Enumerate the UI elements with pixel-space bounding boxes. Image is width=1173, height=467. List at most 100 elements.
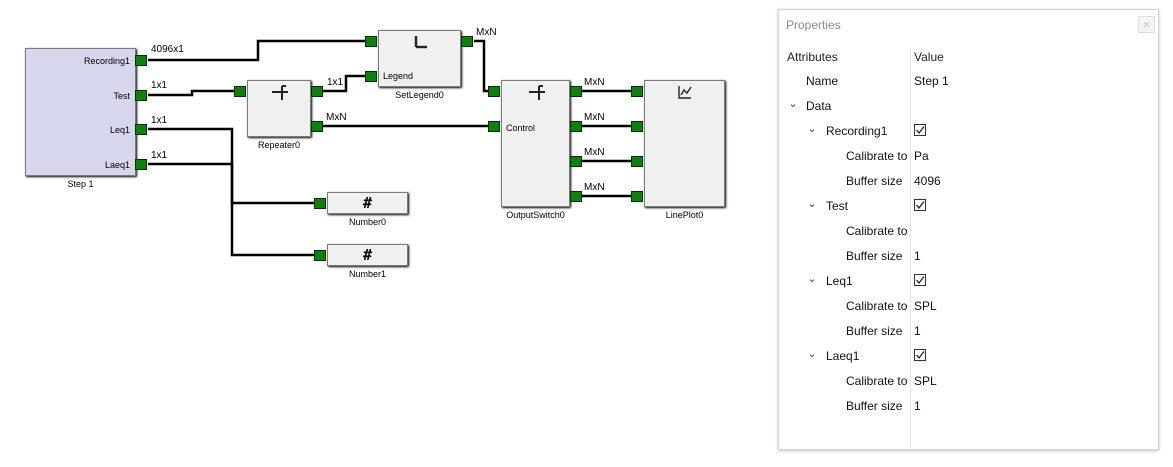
calibrate-label: Calibrate to <box>846 374 908 388</box>
buffer-size-value[interactable]: 1 <box>914 249 921 263</box>
port-in-number1[interactable] <box>314 250 326 261</box>
outputswitch-caption: OutputSwitch0 <box>506 210 565 220</box>
check-icon <box>916 351 925 360</box>
enabled-checkbox[interactable] <box>914 124 926 136</box>
switch-icon <box>529 85 545 100</box>
check-icon <box>916 276 925 285</box>
wire-label-leq: 1x1 <box>151 115 168 126</box>
group-label: Test <box>826 199 849 213</box>
port-out-leq1[interactable] <box>135 124 147 135</box>
wire-label-recording: 4096x1 <box>151 44 184 55</box>
port-in-number0[interactable] <box>314 198 326 209</box>
close-button[interactable] <box>1138 16 1155 33</box>
port-out-outputswitch-2[interactable] <box>570 156 582 167</box>
column-separator <box>910 48 911 448</box>
port-in-outputswitch-control[interactable] <box>488 121 500 132</box>
row-calibrate[interactable]: Calibrate to <box>779 219 1158 244</box>
enabled-checkbox[interactable] <box>914 199 926 211</box>
buffer-size-label: Buffer size <box>846 399 903 413</box>
buffer-size-value[interactable]: 1 <box>914 324 921 338</box>
group-label: Laeq1 <box>826 349 860 363</box>
row-data[interactable]: ⌄ Data <box>779 94 1158 119</box>
buffer-size-value[interactable]: 1 <box>914 399 921 413</box>
calibrate-value[interactable]: SPL <box>914 299 937 313</box>
row-buffer-size[interactable]: Buffer size 1 <box>779 394 1158 419</box>
chevron-down-icon[interactable]: ⌄ <box>807 123 817 135</box>
port-out-recording1[interactable] <box>135 55 147 66</box>
row-buffer-size[interactable]: Buffer size 4096 <box>779 169 1158 194</box>
number1-node[interactable]: # <box>327 244 408 266</box>
port-out-outputswitch-3[interactable] <box>570 191 582 202</box>
port-in-lineplot-1[interactable] <box>631 121 643 132</box>
port-in-lineplot-2[interactable] <box>631 156 643 167</box>
port-label-test: Test <box>113 91 130 101</box>
buffer-size-label: Buffer size <box>846 174 903 188</box>
chevron-down-icon[interactable]: ⌄ <box>788 98 798 110</box>
port-in-setlegend-data[interactable] <box>365 36 377 47</box>
row-group-recording1[interactable]: ⌄ Recording1 <box>779 119 1158 144</box>
row-calibrate[interactable]: Calibrate to SPL <box>779 294 1158 319</box>
wire-label-setlegend-out: MxN <box>476 27 497 38</box>
check-icon <box>916 201 925 210</box>
port-out-outputswitch-1[interactable] <box>570 121 582 132</box>
outputswitch-node[interactable]: Control <box>501 80 570 207</box>
setlegend-node[interactable]: Legend <box>378 30 461 87</box>
row-calibrate[interactable]: Calibrate to Pa <box>779 144 1158 169</box>
step-node[interactable]: Recording1 Test Leq1 Laeq1 <box>25 48 136 176</box>
port-in-lineplot-0[interactable] <box>631 86 643 97</box>
number1-hash-icon: # <box>362 246 373 264</box>
calibrate-label: Calibrate to <box>846 224 908 238</box>
wire-label-sw0: MxN <box>584 77 605 88</box>
enabled-checkbox[interactable] <box>914 349 926 361</box>
calibrate-value[interactable]: SPL <box>914 374 937 388</box>
step-caption: Step 1 <box>67 179 94 189</box>
port-in-lineplot-3[interactable] <box>631 191 643 202</box>
buffer-size-value[interactable]: 4096 <box>914 174 941 188</box>
port-label-laeq1: Laeq1 <box>104 160 130 170</box>
wire-label-legend: 1x1 <box>327 77 344 88</box>
repeater-icon <box>272 85 288 100</box>
data-label: Data <box>806 99 832 113</box>
port-in-setlegend-legend[interactable] <box>365 71 377 82</box>
row-name[interactable]: Name Step 1 <box>779 69 1158 94</box>
number0-node[interactable]: # <box>327 192 408 214</box>
enabled-checkbox[interactable] <box>914 274 926 286</box>
repeater-caption: Repeater0 <box>257 140 301 150</box>
wire-label-laeq: 1x1 <box>151 150 168 161</box>
port-out-setlegend[interactable] <box>461 36 473 47</box>
row-buffer-size[interactable]: Buffer size 1 <box>779 244 1158 269</box>
name-value[interactable]: Step 1 <box>914 74 949 88</box>
group-label: Recording1 <box>826 124 888 138</box>
calibrate-label: Calibrate to <box>846 299 908 313</box>
wire-label-sw2: MxN <box>584 147 605 158</box>
port-label-recording1: Recording1 <box>83 56 130 66</box>
port-out-outputswitch-0[interactable] <box>570 86 582 97</box>
chevron-down-icon[interactable]: ⌄ <box>807 198 817 210</box>
port-out-laeq1[interactable] <box>135 159 147 170</box>
buffer-size-label: Buffer size <box>846 324 903 338</box>
row-calibrate[interactable]: Calibrate to SPL <box>779 369 1158 394</box>
wires <box>148 39 631 257</box>
row-group-test[interactable]: ⌄ Test <box>779 194 1158 219</box>
port-out-test[interactable] <box>135 90 147 101</box>
port-out-repeater-1[interactable] <box>311 121 323 132</box>
calibrate-value[interactable]: Pa <box>914 149 929 163</box>
repeater-node[interactable] <box>247 80 311 137</box>
row-group-leq1[interactable]: ⌄ Leq1 <box>779 269 1158 294</box>
chevron-down-icon[interactable]: ⌄ <box>807 348 817 360</box>
graph-canvas[interactable]: 4096x1 1x1 1x1 1x1 1x1 MxN MxN MxN MxN M… <box>0 0 760 467</box>
port-in-repeater[interactable] <box>234 86 246 97</box>
header-attributes[interactable]: Attributes <box>787 50 838 64</box>
wire-label-sw1: MxN <box>584 112 605 123</box>
buffer-size-label: Buffer size <box>846 249 903 263</box>
header-value[interactable]: Value <box>914 50 944 64</box>
row-group-laeq1[interactable]: ⌄ Laeq1 <box>779 344 1158 369</box>
port-in-outputswitch-data[interactable] <box>488 86 500 97</box>
row-buffer-size[interactable]: Buffer size 1 <box>779 319 1158 344</box>
wire-legend <box>323 74 365 93</box>
port-out-repeater-0[interactable] <box>311 86 323 97</box>
lineplot-caption: LinePlot0 <box>665 210 704 220</box>
chevron-down-icon[interactable]: ⌄ <box>807 273 817 285</box>
lineplot-node[interactable] <box>644 80 725 207</box>
wire-test <box>148 89 234 97</box>
